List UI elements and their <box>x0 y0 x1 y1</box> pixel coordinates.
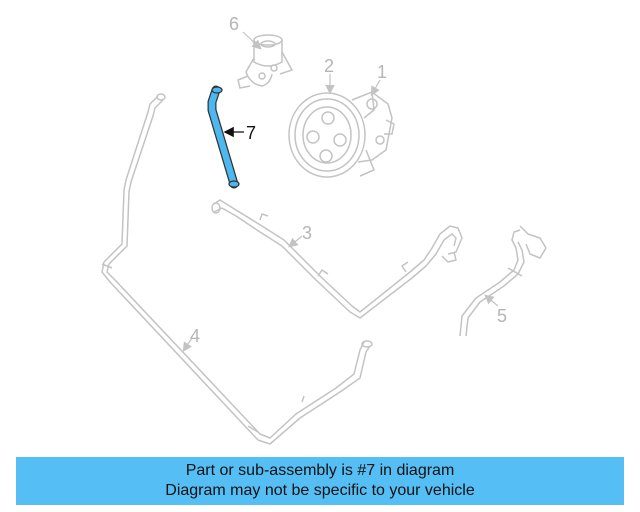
part-6-reservoir[interactable] <box>237 34 294 89</box>
leader-1 <box>370 79 381 97</box>
part-4-return-line[interactable] <box>101 93 373 445</box>
info-banner: Part or sub-assembly is #7 in diagram Di… <box>16 457 624 505</box>
part-2-pulley[interactable] <box>288 92 366 178</box>
part-5-small-line[interactable] <box>459 225 547 337</box>
callout-4: 4 <box>190 326 200 346</box>
parts-diagram: 6 2 1 7 3 4 5 <box>101 14 547 445</box>
banner-line-1: Part or sub-assembly is #7 in diagram <box>185 462 455 479</box>
callout-6: 6 <box>229 14 239 34</box>
leader-4 <box>182 337 193 352</box>
part-7-hose[interactable] <box>207 85 240 189</box>
leader-5 <box>484 294 499 307</box>
callout-1: 1 <box>377 62 387 82</box>
banner-line-2: Diagram may not be specific to your vehi… <box>165 482 475 499</box>
callout-2: 2 <box>324 56 334 76</box>
callout-7: 7 <box>246 123 256 143</box>
part-3-pressure-line[interactable] <box>211 199 463 319</box>
callout-5: 5 <box>497 306 507 326</box>
leader-3 <box>288 235 303 248</box>
leader-6 <box>242 31 262 50</box>
callout-3: 3 <box>302 223 312 243</box>
